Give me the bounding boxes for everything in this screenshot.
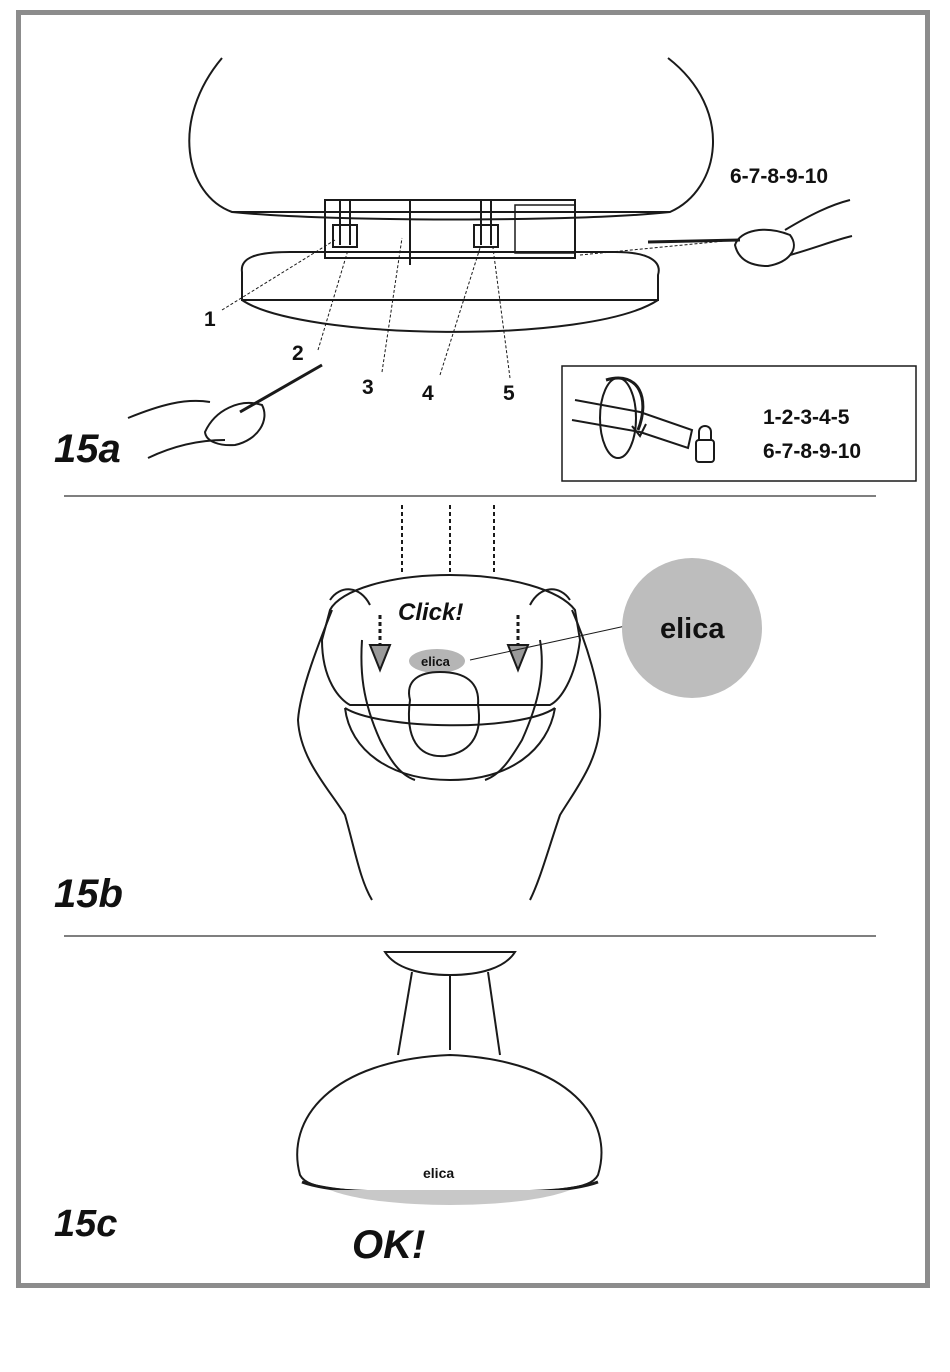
screw-bracket-right [474, 200, 498, 247]
ok-text: OK! [352, 1223, 425, 1267]
ceiling-canopy [385, 952, 515, 975]
hand-screwdriver-right [648, 200, 852, 266]
suspension-cables-final [398, 972, 500, 1055]
hood-lower-bowl [242, 300, 658, 332]
callout-4: 4 [422, 382, 434, 405]
person-arms [298, 589, 600, 900]
screw-bracket-left [333, 200, 357, 247]
inset-line-1: 1-2-3-4-5 [763, 406, 850, 429]
click-text: Click! [398, 599, 463, 626]
padlock-lock-icon [696, 426, 714, 462]
rotate-screw-diagram [572, 378, 692, 458]
suspension-cables [402, 505, 494, 575]
figure-label-15a: 15a [54, 427, 121, 471]
inset-box [562, 366, 916, 481]
inset-line-2: 6-7-8-9-10 [763, 440, 861, 463]
callout-1: 1 [204, 308, 216, 331]
person-head [409, 672, 479, 756]
panel-15b [64, 505, 876, 936]
logo-zoom: elica [660, 613, 725, 645]
callout-5: 5 [503, 382, 515, 405]
hood-rim [232, 212, 670, 220]
hood-dome [189, 58, 713, 212]
push-arrow-left [370, 615, 390, 670]
callout-2: 2 [292, 342, 304, 365]
hand-screwdriver-left [128, 365, 322, 458]
motor-unit [325, 200, 575, 258]
logo-small: elica [421, 654, 451, 669]
screws-label: 6-7-8-9-10 [730, 165, 828, 188]
logo-installed: elica [423, 1165, 454, 1181]
push-arrow-right [508, 615, 528, 670]
callout-3: 3 [362, 376, 374, 399]
panel-15a [64, 58, 916, 496]
figure-label-15b: 15b [54, 872, 123, 916]
figure-label-15c: 15c [54, 1203, 117, 1245]
